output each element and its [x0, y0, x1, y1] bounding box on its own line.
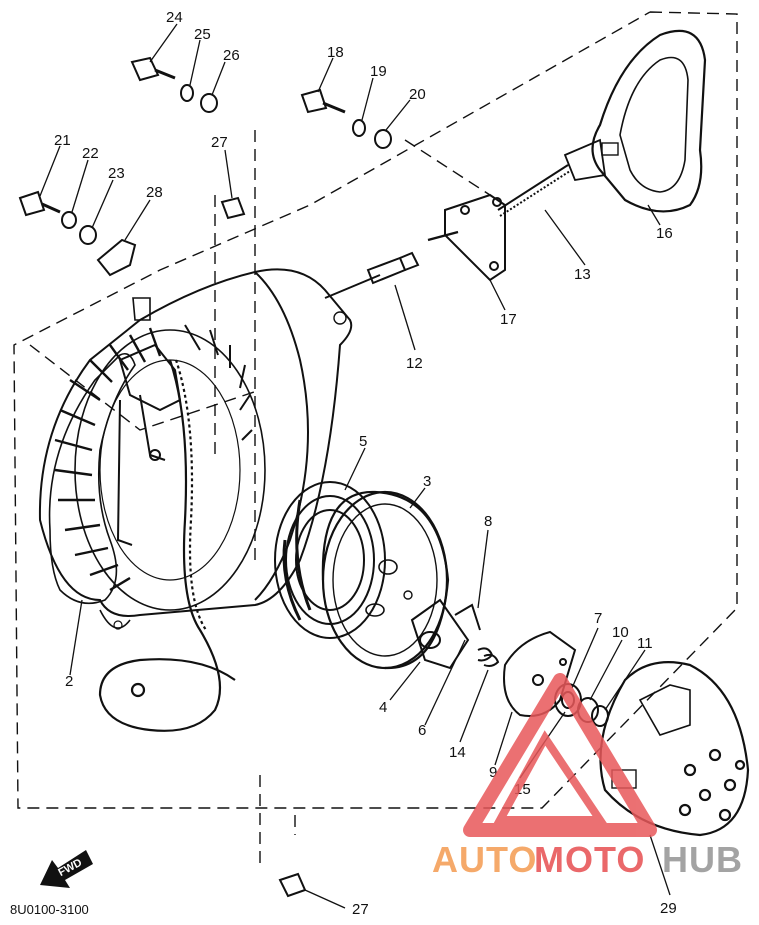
callout-12: 12: [406, 355, 423, 372]
fwd-arrow-icon: FWD: [40, 850, 93, 888]
dashed-boundary: [13, 11, 738, 870]
callout-7: 7: [594, 610, 602, 627]
callout-9: 9: [489, 764, 497, 781]
watermark-hub: HUB: [662, 839, 743, 880]
callout-10: 10: [612, 624, 629, 641]
callout-19: 19: [370, 63, 387, 80]
callout-28: 28: [146, 184, 163, 201]
callout-6: 6: [418, 722, 426, 739]
pawl-spring: [477, 647, 500, 667]
starter-pulley: [599, 661, 750, 837]
callout-26: 26: [223, 47, 240, 64]
callout-17: 17: [500, 311, 517, 328]
watermark-moto: MOTO: [534, 839, 645, 880]
callout-21: 21: [54, 132, 71, 149]
leader-lines: [39, 23, 671, 909]
callout-3: 3: [423, 473, 431, 490]
callout-8: 8: [484, 513, 492, 530]
stop-switch-bracket: [116, 343, 182, 546]
callout-29: 29: [660, 900, 677, 917]
rope-guide: [427, 193, 506, 282]
callout-13: 13: [574, 266, 591, 283]
watermark-auto: AUTO: [432, 839, 537, 880]
lanyard-cord: [98, 359, 236, 732]
watermark-logo: [463, 673, 657, 837]
callout-18: 18: [327, 44, 344, 61]
callout-23: 23: [108, 165, 125, 182]
callout-2: 2: [65, 673, 73, 690]
shaft-bolt: [324, 251, 420, 299]
callout-5: 5: [359, 433, 367, 450]
diagram-code: 8U0100-3100: [10, 902, 89, 917]
callout-14: 14: [449, 744, 466, 761]
callout-22: 22: [82, 145, 99, 162]
gasket: [48, 352, 136, 605]
starter-rope: [497, 164, 571, 217]
callout-20: 20: [409, 86, 426, 103]
callout-4: 4: [379, 699, 387, 716]
callout-27-top: 27: [211, 134, 228, 151]
callout-11: 11: [637, 635, 653, 652]
callout-27-bottom: 27: [352, 901, 369, 918]
watermark-text: AUTO MOTO HUB: [432, 839, 743, 880]
reel: [321, 490, 450, 670]
callout-numbers: 24 25 26 18 19 20 21 22 23 28 27 16 13 1…: [54, 9, 677, 918]
recoil-housing: [38, 268, 353, 630]
callout-24: 24: [166, 9, 183, 26]
callout-16: 16: [656, 225, 673, 242]
starter-handle: [563, 29, 707, 213]
callout-25: 25: [194, 26, 211, 43]
pawl: [410, 598, 481, 670]
